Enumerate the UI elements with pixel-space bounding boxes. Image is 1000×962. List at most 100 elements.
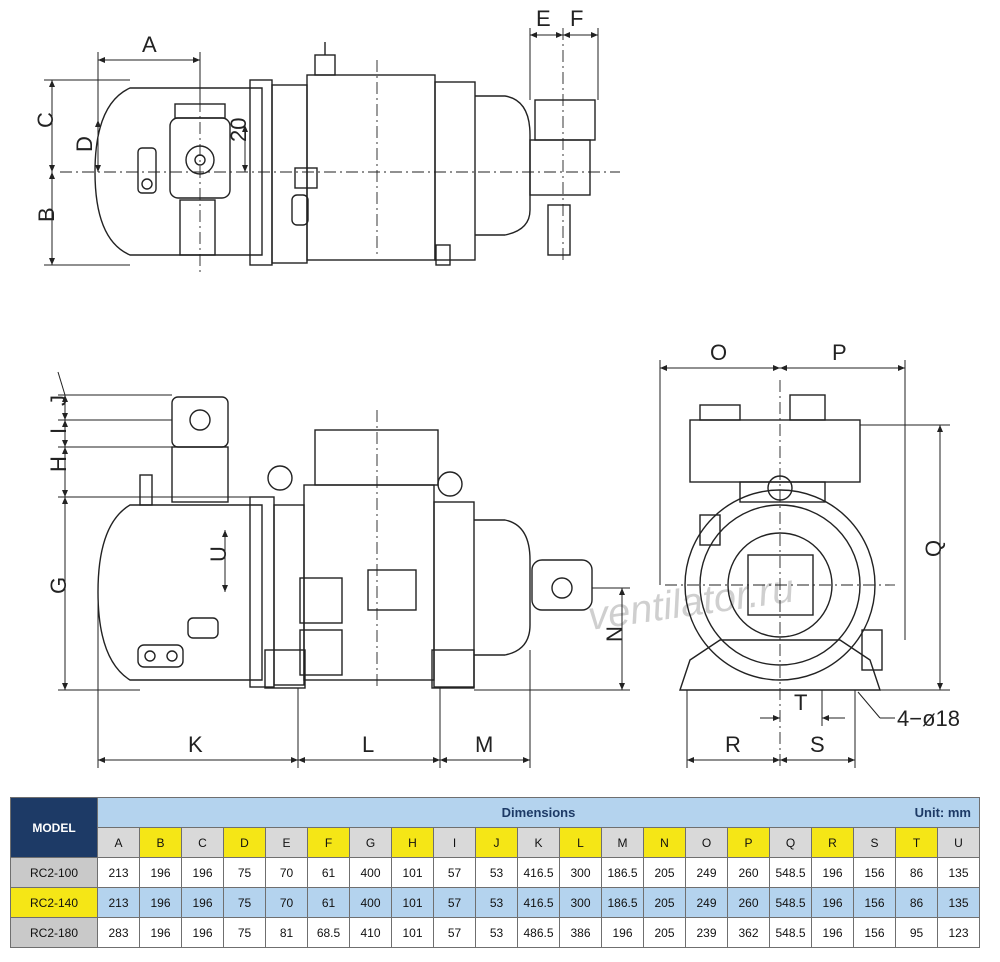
column-header-k: K bbox=[517, 827, 560, 858]
table-cell: 75 bbox=[223, 917, 266, 948]
table-cell: 260 bbox=[727, 857, 770, 888]
table-cell: 196 bbox=[811, 857, 854, 888]
table-cell: 81 bbox=[265, 917, 308, 948]
dim-label-u: U bbox=[206, 546, 231, 562]
table-cell: 156 bbox=[853, 917, 896, 948]
dim-label-f: F bbox=[570, 6, 583, 31]
column-header-l: L bbox=[559, 827, 602, 858]
column-header-t: T bbox=[895, 827, 938, 858]
dim-label-t: T bbox=[794, 690, 807, 715]
dim-label-j: J bbox=[46, 395, 71, 406]
table-cell: 186.5 bbox=[601, 887, 644, 918]
table-cell: 57 bbox=[433, 887, 476, 918]
column-header-a: A bbox=[97, 827, 140, 858]
dim-label-n: N bbox=[602, 626, 627, 642]
dim-label-k: K bbox=[188, 732, 203, 757]
table-cell: 75 bbox=[223, 857, 266, 888]
table-cell: 53 bbox=[475, 887, 518, 918]
column-header-g: G bbox=[349, 827, 392, 858]
dim-label-b: B bbox=[34, 207, 59, 222]
table-cell: 196 bbox=[811, 887, 854, 918]
dimensions-header: Dimensions Unit: mm bbox=[97, 797, 980, 828]
dim-label-s: S bbox=[810, 732, 825, 757]
table-cell: 156 bbox=[853, 857, 896, 888]
table-cell: 61 bbox=[307, 887, 350, 918]
end-view-dimensions bbox=[659, 360, 950, 768]
table-cell: 75 bbox=[223, 887, 266, 918]
table-cell: 196 bbox=[811, 917, 854, 948]
table-cell: 196 bbox=[181, 887, 224, 918]
table-cell: 123 bbox=[937, 917, 980, 948]
table-cell: 135 bbox=[937, 887, 980, 918]
table-cell: 196 bbox=[181, 917, 224, 948]
column-header-r: R bbox=[811, 827, 854, 858]
table-cell: 101 bbox=[391, 917, 434, 948]
dim-label-o: O bbox=[710, 340, 727, 365]
table-cell: 57 bbox=[433, 857, 476, 888]
table-cell: 205 bbox=[643, 857, 686, 888]
table-cell: 400 bbox=[349, 887, 392, 918]
table-cell: 70 bbox=[265, 887, 308, 918]
table-cell: 70 bbox=[265, 857, 308, 888]
model-header: MODEL bbox=[10, 797, 98, 858]
table-cell: 196 bbox=[601, 917, 644, 948]
dim-label-c: C bbox=[33, 112, 58, 128]
column-header-h: H bbox=[391, 827, 434, 858]
model-name-cell: RC2-180 bbox=[10, 917, 98, 948]
table-cell: 53 bbox=[475, 917, 518, 948]
table-cell: 416.5 bbox=[517, 857, 560, 888]
table-cell: 86 bbox=[895, 857, 938, 888]
dim-label-g: G bbox=[46, 577, 71, 594]
dimensions-title: Dimensions bbox=[501, 805, 576, 820]
table-cell: 416.5 bbox=[517, 887, 560, 918]
column-header-q: Q bbox=[769, 827, 812, 858]
column-header-d: D bbox=[223, 827, 266, 858]
column-header-j: J bbox=[475, 827, 518, 858]
table-cell: 196 bbox=[181, 857, 224, 888]
side-view bbox=[97, 396, 593, 690]
unit-label: Unit: mm bbox=[914, 805, 971, 820]
table-cell: 101 bbox=[391, 887, 434, 918]
column-header-p: P bbox=[727, 827, 770, 858]
table-cell: 548.5 bbox=[769, 887, 812, 918]
compressor-drawing: ventilator.ru bbox=[33, 6, 960, 770]
dim-label-p: P bbox=[832, 340, 847, 365]
column-header-n: N bbox=[643, 827, 686, 858]
dim-label-q: Q bbox=[921, 540, 946, 557]
column-header-f: F bbox=[307, 827, 350, 858]
table-cell: 53 bbox=[475, 857, 518, 888]
table-cell: 249 bbox=[685, 857, 728, 888]
table-cell: 249 bbox=[685, 887, 728, 918]
column-header-b: B bbox=[139, 827, 182, 858]
table-cell: 196 bbox=[139, 917, 182, 948]
table-cell: 61 bbox=[307, 857, 350, 888]
model-name-cell: RC2-100 bbox=[10, 857, 98, 888]
table-cell: 239 bbox=[685, 917, 728, 948]
column-header-c: C bbox=[181, 827, 224, 858]
dim-label-a: A bbox=[142, 32, 157, 57]
dim-label-m: M bbox=[475, 732, 493, 757]
table-cell: 213 bbox=[97, 887, 140, 918]
table-cell: 213 bbox=[97, 857, 140, 888]
table-cell: 205 bbox=[643, 887, 686, 918]
table-cell: 205 bbox=[643, 917, 686, 948]
table-cell: 196 bbox=[139, 857, 182, 888]
top-view bbox=[60, 28, 620, 272]
dim-label-e: E bbox=[536, 6, 551, 31]
table-cell: 95 bbox=[895, 917, 938, 948]
column-header-m: M bbox=[601, 827, 644, 858]
table-cell: 101 bbox=[391, 857, 434, 888]
dim-label-l: L bbox=[362, 732, 374, 757]
table-cell: 548.5 bbox=[769, 857, 812, 888]
table-cell: 196 bbox=[139, 887, 182, 918]
dim-label-h: H bbox=[46, 456, 71, 472]
table-cell: 68.5 bbox=[307, 917, 350, 948]
table-cell: 362 bbox=[727, 917, 770, 948]
table-cell: 300 bbox=[559, 857, 602, 888]
column-header-i: I bbox=[433, 827, 476, 858]
model-name-cell: RC2-140 bbox=[10, 887, 98, 918]
dim-label-d: D bbox=[72, 136, 97, 152]
